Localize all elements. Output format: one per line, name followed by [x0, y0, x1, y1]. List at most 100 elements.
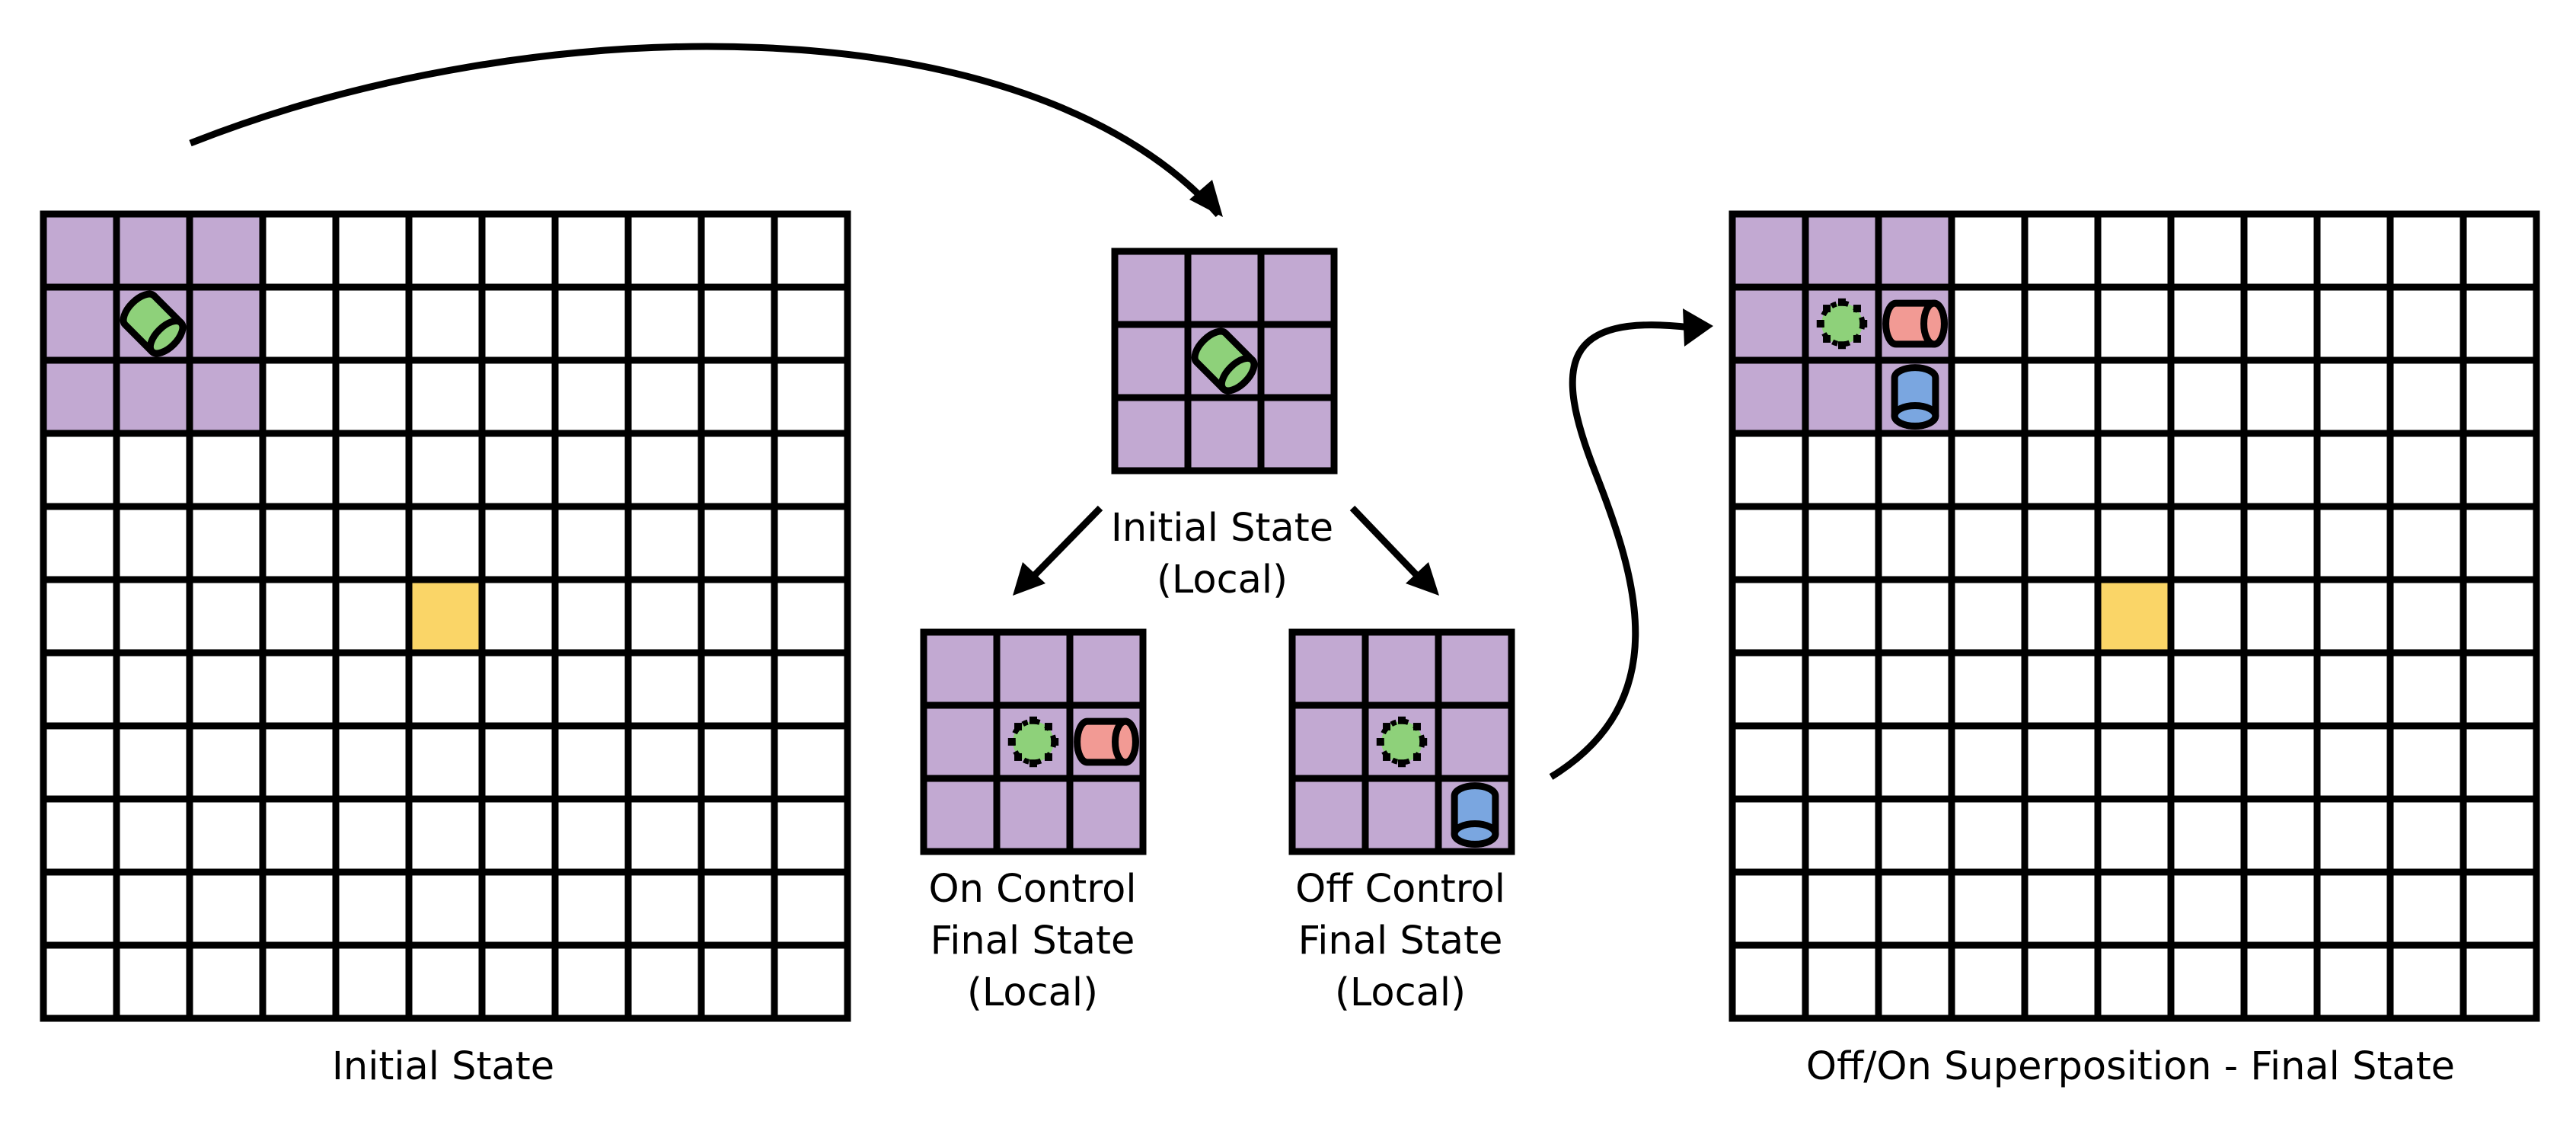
grid-cell [2094, 795, 2175, 876]
local-region-cell [920, 775, 1001, 855]
grid-cell [40, 576, 120, 657]
grid-cell [697, 795, 778, 876]
grid-cell [2094, 941, 2175, 1022]
initial-state-label-text: Initial State [331, 1044, 555, 1089]
grid-cell [1802, 576, 1882, 657]
arrow-off-to-superposition-head [1683, 308, 1713, 347]
grid-cell [2459, 576, 2540, 657]
grid-cell [2094, 503, 2175, 583]
grid-cell [405, 283, 486, 364]
grid-cell [1802, 503, 1882, 583]
local-region-cell [113, 210, 193, 291]
marker-burst-icon [1007, 716, 1059, 768]
grid-cell [478, 356, 559, 437]
grid-cell [1875, 576, 1955, 657]
grid-cell [405, 430, 486, 510]
grid-cell [332, 649, 413, 730]
grid-cell [478, 503, 559, 583]
grid-cell [2313, 283, 2394, 364]
agent-#7aa6e0-icon [1451, 782, 1499, 848]
grid-cell [771, 283, 851, 364]
arrow-local-to-on-head [1013, 562, 1045, 596]
initial-grid [40, 210, 851, 1022]
grid-cell [2386, 576, 2467, 657]
grid-cell [1802, 795, 1882, 876]
grid-cell [405, 722, 486, 803]
arrow-local-to-off-head [1406, 562, 1439, 596]
grid-cell [259, 868, 340, 949]
grid-cell [186, 795, 267, 876]
grid-cell [2313, 356, 2394, 437]
grid-cell [405, 503, 486, 583]
on-control-grid [920, 628, 1147, 855]
grid-cell [2021, 649, 2102, 730]
grid-cell [186, 503, 267, 583]
grid-cell [2313, 576, 2394, 657]
grid-cell [2167, 503, 2248, 583]
grid-cell [771, 649, 851, 730]
grid-cell [2313, 430, 2394, 510]
grid-cell [40, 430, 120, 510]
grid-cell [1729, 941, 1809, 1022]
grid-cell [2313, 941, 2394, 1022]
grid-cell [259, 576, 340, 657]
local-region-cell [1435, 628, 1515, 709]
grid-cell [1729, 649, 1809, 730]
grid-cell [697, 430, 778, 510]
grid-cell [1875, 868, 1955, 949]
arrow-local-to-on [1026, 505, 1103, 583]
arrow-off-to-superposition-curve [1549, 321, 1691, 780]
off-control-label-line-3: (Local) [1335, 970, 1466, 1015]
grid-cell [2240, 576, 2321, 657]
grid-cell [40, 795, 120, 876]
local-region-cell [40, 283, 120, 364]
local-region-cell [1729, 283, 1809, 364]
grid-cell [2167, 868, 2248, 949]
goal-cell [2094, 576, 2175, 657]
grid-cell [624, 283, 705, 364]
grid-cell [2094, 356, 2175, 437]
grid-cell [1802, 722, 1882, 803]
superposition-label: Off/On Superposition - Final State [1806, 1041, 2455, 1093]
grid-cell [259, 430, 340, 510]
local-region-cell [1361, 628, 1442, 709]
grid-cell [2021, 283, 2102, 364]
superposition-label-text: Off/On Superposition - Final State [1805, 1044, 2456, 1089]
goal-cell [405, 576, 486, 657]
grid-cell [1875, 722, 1955, 803]
grid-cell [1948, 283, 2029, 364]
local-region-cell [1802, 356, 1882, 437]
grid-cell [2021, 430, 2102, 510]
local-region-cell [1361, 775, 1442, 855]
grid-cell [332, 283, 413, 364]
grid-cell [2240, 430, 2321, 510]
grid-cell [2167, 649, 2248, 730]
grid-cell [259, 941, 340, 1022]
grid-cell [551, 941, 632, 1022]
local-initial-label: Initial State (Local) [1111, 503, 1333, 606]
grid-cell [2459, 941, 2540, 1022]
grid-cell [1948, 576, 2029, 657]
agent-#8ed17a-icon [1191, 328, 1258, 395]
grid-cell [2167, 356, 2248, 437]
grid-cell [2240, 356, 2321, 437]
grid-cell [2240, 868, 2321, 949]
on-control-label-line-2: Final State [930, 919, 1135, 963]
grid-cell [40, 722, 120, 803]
grid-cell [1802, 649, 1882, 730]
grid-cell [2167, 795, 2248, 876]
grid-cell [2313, 503, 2394, 583]
grid-cell [624, 649, 705, 730]
grid-cell [2459, 210, 2540, 291]
grid-cell [551, 722, 632, 803]
grid-cell [478, 868, 559, 949]
local-region-cell [1066, 628, 1147, 709]
local-region-cell [40, 356, 120, 437]
grid-cell [1948, 868, 2029, 949]
agent-#f29a94-icon [1882, 299, 1948, 348]
local-region-cell [186, 283, 267, 364]
grid-cell [259, 356, 340, 437]
grid-cell [2021, 795, 2102, 876]
agent-#f29a94-icon [1074, 717, 1139, 766]
grid-cell [405, 941, 486, 1022]
